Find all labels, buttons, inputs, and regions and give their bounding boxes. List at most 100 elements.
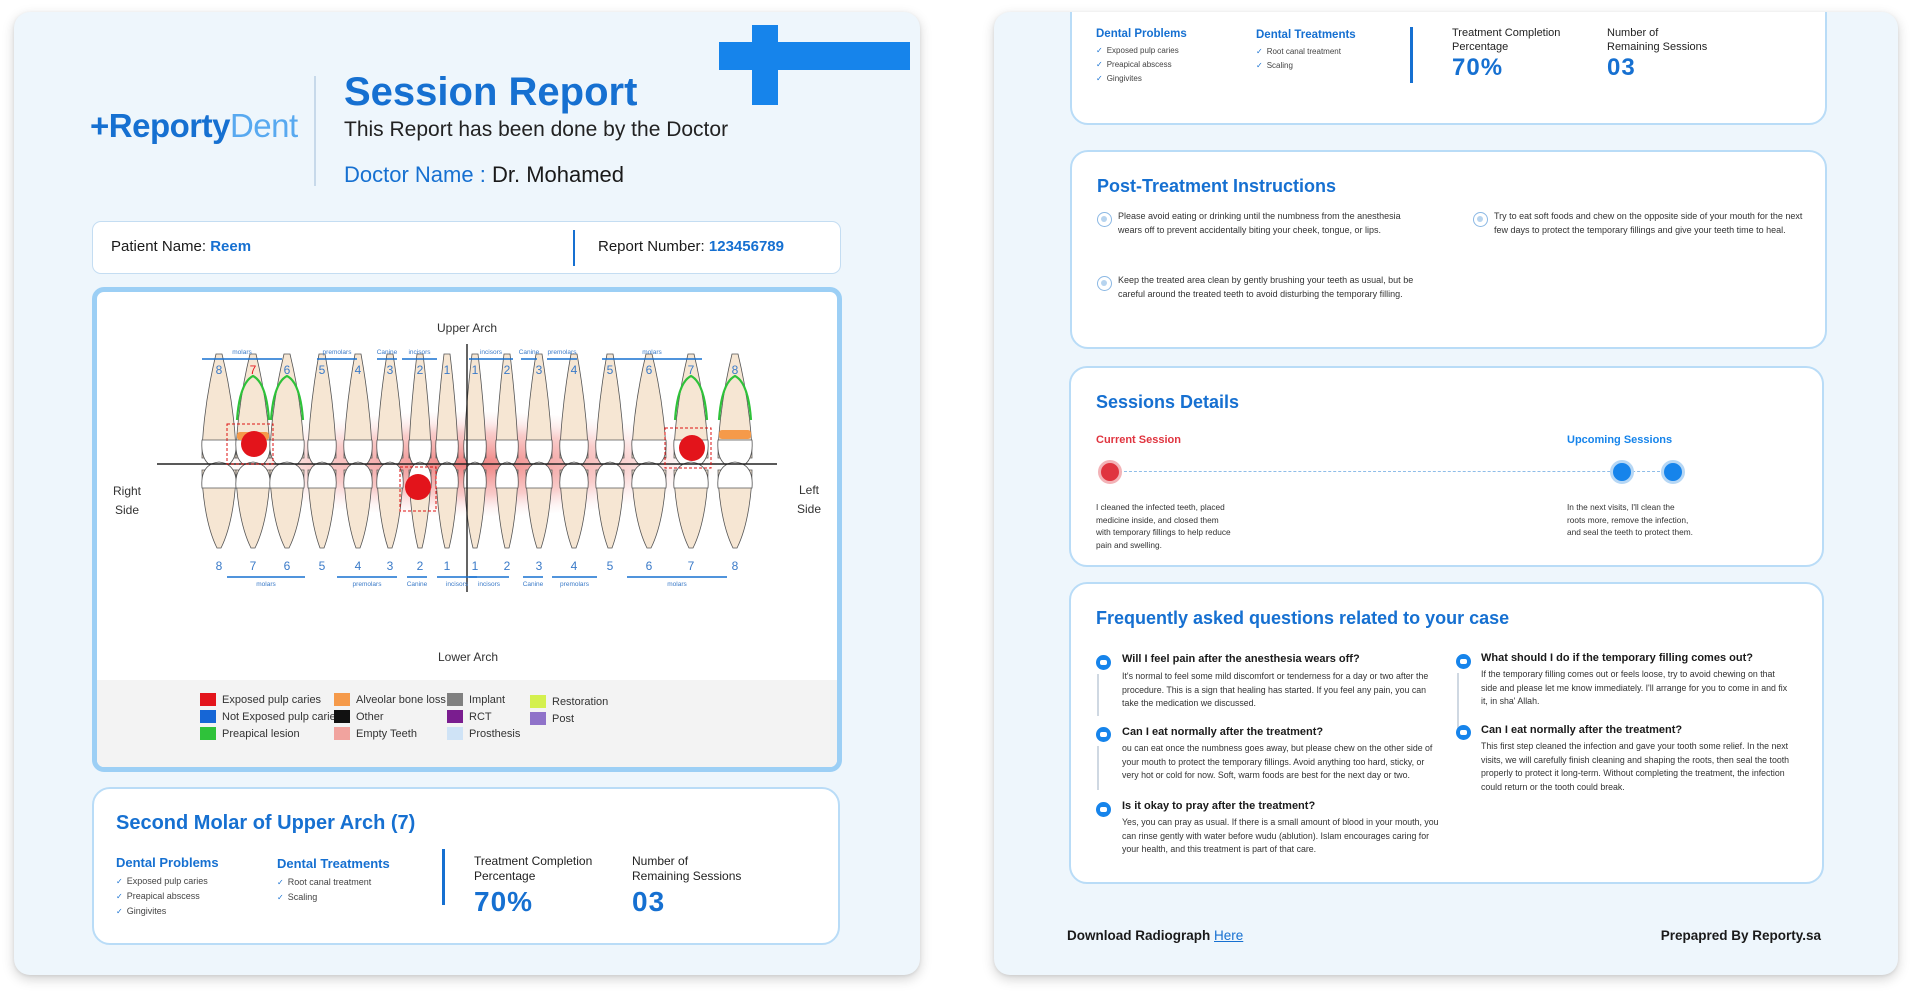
legend-item: Not Exposed pulp caries	[200, 710, 341, 723]
preapical-lesion-outline	[235, 374, 271, 421]
lower-tooth-number: 7	[688, 559, 695, 573]
lower-tooth-crown	[269, 461, 305, 489]
report-page-1: +ReportyDent Session Report This Report …	[14, 12, 920, 975]
lower-tooth-number: 1	[472, 559, 479, 573]
lower-tooth-crown	[595, 461, 625, 489]
question-icon	[1456, 654, 1471, 669]
list-item: Root canal treatment	[277, 875, 390, 890]
faq-card: Frequently asked questions related to yo…	[1069, 582, 1824, 884]
legend-swatch-implant	[447, 693, 463, 706]
legend-swatch-bone-loss	[334, 693, 350, 706]
download-radiograph: Download Radiograph Here	[1067, 928, 1244, 943]
sessions-title: Sessions Details	[1096, 392, 1240, 412]
post-treatment-card: Post-Treatment Instructions Please avoid…	[1070, 150, 1827, 349]
instruction-icon	[1473, 212, 1488, 227]
treatments-list: Root canal treatment Scaling	[277, 875, 390, 905]
upper-tooth-number: 4	[355, 363, 362, 377]
upper-group-label: Canine	[377, 349, 398, 356]
instruction-icon	[1097, 212, 1112, 227]
lower-tooth-number: 6	[284, 559, 291, 573]
upper-group-label: molars	[232, 349, 252, 356]
doctor-label: Doctor Name	[344, 162, 474, 187]
legend-swatch-not-exposed	[200, 710, 216, 723]
caries-highlight-box	[226, 423, 274, 465]
lower-tooth-crown	[495, 461, 519, 489]
report-number: 123456789	[708, 238, 784, 255]
problems-list: Exposed pulp caries Preapical abscess Gi…	[116, 874, 219, 919]
legend-item: Alveolar bone loss	[334, 693, 446, 706]
faq-answer: ou can eat once the numbness goes away, …	[1122, 743, 1433, 780]
chart-legend: Exposed pulp caries Not Exposed pulp car…	[97, 680, 837, 767]
faq-rail	[1457, 673, 1459, 731]
legend-swatch-prosthesis	[447, 727, 463, 740]
lower-tooth-crown	[463, 461, 487, 489]
upper-tooth-number: 2	[417, 363, 424, 377]
upper-group-label: incisors	[480, 349, 503, 356]
medical-cross-bar	[719, 42, 910, 70]
current-session-dot	[1098, 460, 1122, 484]
lower-group-label: Canine	[407, 581, 428, 588]
lower-tooth-crown	[717, 461, 753, 489]
legend-item: Restoration	[530, 695, 608, 708]
faq-rail	[1097, 746, 1099, 790]
upcoming-sessions-label: Upcoming Sessions	[1567, 434, 1673, 446]
list-item: Gingivites	[1096, 72, 1187, 86]
current-session-label: Current Session	[1096, 434, 1181, 446]
lower-tooth-number: 4	[571, 559, 578, 573]
lower-arch-label: Lower Arch	[438, 650, 498, 664]
lower-group-label: premolars	[560, 581, 590, 588]
faq-title: Frequently asked questions related to yo…	[1096, 608, 1510, 628]
upper-tooth-number: 4	[571, 363, 578, 377]
lower-tooth-crown	[435, 461, 459, 489]
download-here-link[interactable]: Here	[1214, 928, 1244, 943]
lower-group-label: incisors	[478, 581, 501, 588]
upper-tooth-number: 6	[646, 363, 653, 377]
legend-swatch-other	[334, 710, 350, 723]
instruction-item: Try to eat soft foods and chew on the op…	[1494, 211, 1803, 235]
left-side-label-2: Side	[797, 502, 821, 516]
post-treatment-title: Post-Treatment Instructions	[1097, 176, 1337, 196]
question-icon	[1096, 727, 1111, 742]
lower-group-label: Canine	[523, 581, 544, 588]
question-icon	[1096, 655, 1111, 670]
dental-chart-card: Upper Arch Lower Arch Right Side Left Si…	[92, 287, 842, 772]
patient-name: Reem	[210, 238, 252, 255]
lower-tooth-number: 2	[417, 559, 424, 573]
upper-tooth-number: 5	[319, 363, 326, 377]
upper-group-label: incisors	[408, 349, 431, 356]
legend-item: Other	[334, 710, 384, 723]
page-title: Session Report	[344, 70, 638, 114]
legend-swatch-empty	[334, 727, 350, 740]
legend-item: Exposed pulp caries	[200, 693, 321, 706]
upper-group-label: premolars	[323, 349, 353, 356]
lower-tooth-number: 6	[646, 559, 653, 573]
list-item: Gingivites	[116, 904, 219, 919]
lower-group-label: premolars	[353, 581, 383, 588]
remaining-sessions: 03	[632, 886, 666, 917]
list-item: Scaling	[1256, 59, 1356, 73]
instruction-item: Keep the treated area clean by gently br…	[1118, 275, 1414, 299]
upper-tooth-number: 8	[216, 363, 223, 377]
legend-swatch-exposed	[200, 693, 216, 706]
tooth-summary-title: Second Molar of Upper Arch (7)	[116, 812, 416, 834]
lower-tooth-number: 7	[250, 559, 257, 573]
current-session-text: I cleaned the infected teeth, placed med…	[1096, 502, 1231, 550]
dental-chart: Upper Arch Lower Arch Right Side Left Si…	[113, 321, 821, 664]
legend-item: RCT	[447, 710, 492, 723]
list-item: Preapical abscess	[1096, 58, 1187, 72]
lower-tooth-number: 4	[355, 559, 362, 573]
legend-swatch-restoration	[530, 695, 546, 708]
upper-tooth-number: 3	[387, 363, 394, 377]
lower-tooth-number: 5	[607, 559, 614, 573]
legend-swatch-rct	[447, 710, 463, 723]
lower-tooth-number: 5	[319, 559, 326, 573]
upcoming-session-dot	[1610, 460, 1634, 484]
faq-question: Can I eat normally after the treatment?	[1481, 724, 1683, 736]
legend-item: Preapical lesion	[200, 727, 300, 740]
legend-swatch-post	[530, 712, 546, 725]
lower-tooth-crown	[376, 461, 404, 489]
tooth-summary-card: Second Molar of Upper Arch (7) Dental Pr…	[92, 787, 840, 945]
caries-highlight-box	[399, 466, 437, 512]
instruction-icon	[1097, 276, 1112, 291]
preapical-lesion-outline	[673, 374, 709, 421]
